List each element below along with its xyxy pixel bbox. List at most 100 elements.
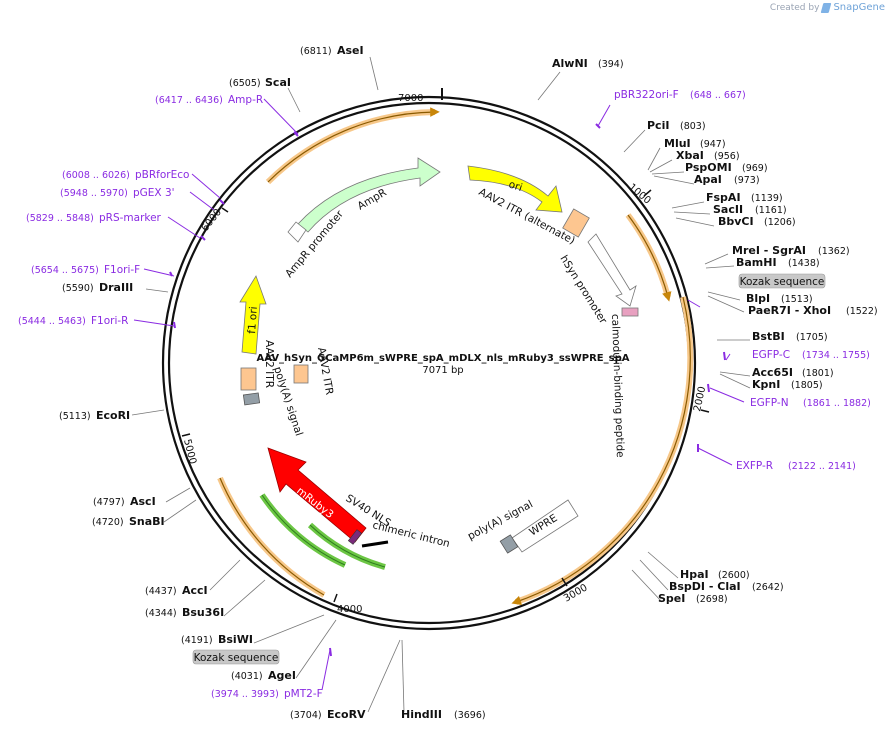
primer-labels: (6417 .. 6436) Amp-R pBR322ori-F (648 ..… [18, 89, 871, 700]
site-pos-15: (1705) [796, 332, 828, 343]
ampr-arrow [297, 157, 441, 233]
site-pos-24: (4191) [181, 635, 213, 646]
f1-ori-arrow [239, 275, 267, 355]
primer-name-7: EGFP-C [752, 349, 790, 361]
site-name-30: DraIII [99, 281, 133, 294]
primer-pos-8: (1861 .. 1882) [803, 398, 871, 409]
site-pos-27: (4720) [92, 517, 124, 528]
kozak-right-label: Kozak sequence [740, 276, 825, 288]
site-name-25: Bsu36I [182, 606, 224, 619]
site-pos-12: (1438) [788, 258, 820, 269]
site-name-6: PspOMI [685, 161, 732, 174]
site-name-24: BsiWI [218, 633, 253, 646]
tick-7000: 7000 [398, 93, 423, 104]
site-name-1: AlwNI [552, 57, 588, 70]
site-name-29: EcoRI [96, 409, 130, 422]
feature-ampr[interactable]: AmpR AmpR promoter [283, 157, 441, 280]
site-name-4: MluI [664, 137, 691, 150]
primer-name-8: EGFP-N [750, 397, 789, 409]
site-name-22: EcoRV [327, 708, 366, 721]
primer-pos-3: (5948 .. 5970) [60, 188, 128, 199]
primer-pos-9: (2122 .. 2141) [788, 461, 856, 472]
site-pos-17: (1805) [791, 380, 823, 391]
polya-left-box [242, 392, 261, 406]
feature-ori[interactable]: ori [467, 165, 563, 213]
site-name-7: ApaI [694, 173, 722, 186]
aav2-itr-alt-label: AAV2 ITR (alternate) [477, 186, 577, 247]
site-name-17: KpnI [752, 378, 780, 391]
mruby3-arrow [267, 447, 367, 543]
site-pos-30: (5590) [62, 283, 94, 294]
site-name-12: BamHI [736, 256, 777, 269]
site-name-15: BstBI [752, 330, 785, 343]
kozak-left-label: Kozak sequence [194, 652, 279, 664]
plasmid-size: 7071 bp [422, 365, 463, 376]
feature-wpre[interactable]: WPRE poly(A) signal [466, 498, 579, 554]
site-pos-8: (1139) [751, 193, 783, 204]
site-pos-4: (947) [700, 139, 726, 150]
wpre-box [511, 499, 579, 553]
site-name-2: ScaI [265, 76, 291, 89]
site-name-18: HpaI [680, 568, 709, 581]
site-name-16: Acc65I [752, 366, 793, 379]
plasmid-name: AAV_hSyn_GCaMP6m_sWPRE_spA_mDLX_nls_mRub… [257, 353, 630, 364]
primer-pos-4: (5829 .. 5848) [26, 213, 94, 224]
site-pos-11: (1362) [818, 246, 850, 257]
primer-pos-7: (1734 .. 1755) [802, 350, 870, 361]
tick-1000: 1000 [626, 182, 653, 207]
kozak-right: Kozak sequence [738, 273, 826, 289]
primer-pos-1: (648 .. 667) [690, 90, 746, 101]
site-pos-3: (803) [680, 121, 706, 132]
primer-name-9: EXFP-R [736, 460, 773, 472]
chimeric-intron-bar [361, 540, 389, 548]
site-pos-16: (1801) [802, 368, 834, 379]
feature-f1-ori[interactable]: f1 ori [239, 275, 267, 355]
site-name-8: FspAI [706, 191, 741, 204]
hsyn-label: hSyn promoter [557, 253, 609, 326]
kozak-left-bg [192, 649, 280, 665]
site-name-28: AscI [130, 495, 156, 508]
site-name-14: PaeR7I - XhoI [748, 304, 831, 317]
calmodulin-label: calmodulin-binding peptide [609, 314, 626, 458]
chimeric-label: chimeric intron [371, 519, 451, 550]
site-pos-10: (1206) [764, 217, 796, 228]
site-pos-26: (4437) [145, 586, 177, 597]
primer-name-6: F1ori-R [91, 315, 128, 327]
site-pos-6: (969) [742, 163, 768, 174]
site-leaders [131, 56, 751, 713]
site-name-13: BlpI [746, 292, 770, 305]
green-tracks [259, 493, 386, 570]
site-name-11: MreI - SgrAI [732, 244, 806, 257]
feature-calmodulin[interactable]: calmodulin-binding peptide [609, 307, 639, 458]
aav2-itr-left-label: AAV2 ITR [263, 340, 275, 388]
site-pos-25: (4344) [145, 608, 177, 619]
primer-name-3: pGEX 3' [133, 187, 175, 199]
polya-box [499, 534, 519, 554]
primer-name-1: pBR322ori-F [614, 89, 679, 101]
primer-name-0: Amp-R [228, 94, 263, 106]
site-name-23: AgeI [268, 669, 296, 682]
ori-label: ori [507, 178, 524, 194]
site-pos-19: (2642) [752, 582, 784, 593]
primer-pos-10: (3974 .. 3993) [211, 689, 279, 700]
aav2-itr-alt-box [562, 208, 590, 238]
site-pos-29: (5113) [59, 411, 91, 422]
kozak-left: Kozak sequence [192, 649, 280, 665]
primer-pos-6: (5444 .. 5463) [18, 316, 86, 327]
site-pos-2: (6505) [229, 78, 261, 89]
site-name-3: PciI [647, 119, 669, 132]
hsyn-arrow [587, 233, 637, 307]
site-name-20: SpeI [658, 592, 685, 605]
site-pos-23: (4031) [231, 671, 263, 682]
tick-2000: 2000 [692, 385, 708, 412]
primer-name-4: pRS-marker [99, 212, 162, 224]
orf-tracks [217, 107, 694, 605]
credit-brand: SnapGene [833, 2, 885, 13]
site-name-19: BspDI - ClaI [669, 580, 741, 593]
site-name-5: XbaI [676, 149, 704, 162]
f1-ori-label: f1 ori [246, 306, 260, 334]
site-name-27: SnaBI [129, 515, 165, 528]
site-pos-1: (394) [598, 59, 624, 70]
site-pos-21: (3696) [454, 710, 486, 721]
